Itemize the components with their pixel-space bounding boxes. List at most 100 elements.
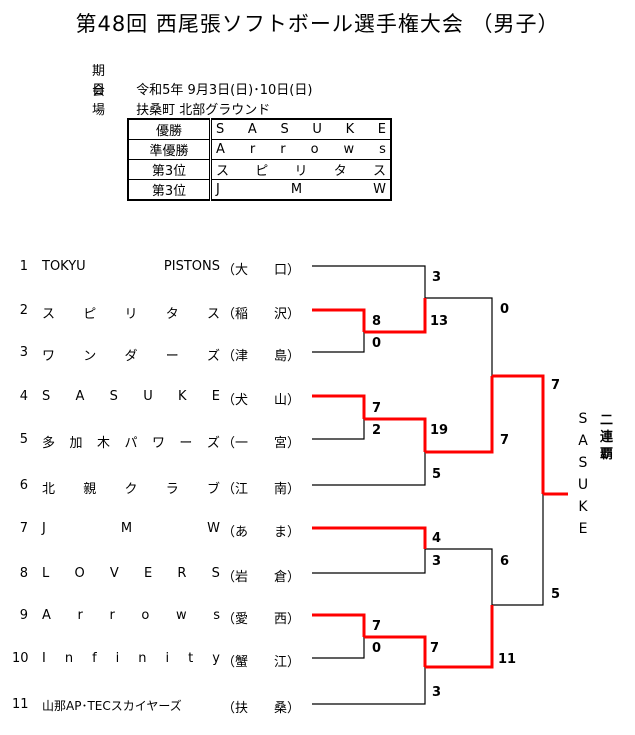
- text-token: r: [77, 608, 83, 623]
- text-token: （江: [222, 482, 249, 497]
- winner-line: [312, 308, 366, 332]
- text-token: E: [144, 566, 153, 581]
- text-token: A: [216, 142, 225, 157]
- text-token: （津: [222, 349, 249, 364]
- text-token: S: [109, 389, 118, 404]
- text-token: 南）: [273, 482, 300, 497]
- venue-row: 会 場 扶桑町 北部グラウンド: [92, 80, 270, 118]
- text-token: S: [42, 389, 51, 404]
- note-char: 覇: [600, 447, 614, 462]
- text-token: ピ: [255, 164, 269, 179]
- text-token: 宮）: [273, 436, 300, 451]
- date-label: 期 日: [92, 64, 112, 98]
- text-token: A: [75, 389, 85, 404]
- score: 11: [498, 652, 517, 667]
- team-number: 9: [19, 608, 28, 623]
- bracket-line: [312, 549, 426, 574]
- text-token: w: [343, 142, 355, 157]
- champion-letter: A: [578, 433, 588, 449]
- note-char: 連: [600, 430, 614, 445]
- text-token: U: [312, 122, 322, 137]
- rank-cell: 優勝: [127, 118, 212, 140]
- score: 19: [430, 423, 449, 438]
- text-token: （大: [222, 263, 249, 278]
- winner-line: [425, 376, 494, 454]
- text-token: （一: [222, 436, 249, 451]
- team-city: （江 南）: [222, 478, 300, 497]
- bracket-line: [312, 637, 365, 659]
- text-token: r: [109, 608, 115, 623]
- text-token: U: [143, 389, 153, 404]
- text-token: M: [290, 182, 303, 197]
- score: 7: [551, 378, 561, 393]
- score: 5: [551, 587, 561, 602]
- text-token: 山）: [273, 393, 300, 408]
- winner-line: [364, 298, 427, 334]
- score: 6: [500, 554, 510, 569]
- text-token: ワ: [151, 436, 165, 451]
- score: 7: [430, 641, 440, 656]
- text-token: ワ: [42, 349, 56, 364]
- team-number: 10: [12, 651, 29, 666]
- text-token: TOKYU: [42, 259, 86, 274]
- text-token: t: [188, 651, 194, 666]
- score: 0: [500, 302, 510, 317]
- champion-letter: S: [578, 411, 588, 427]
- team-city: （一 宮）: [222, 432, 300, 451]
- text-token: f: [92, 651, 97, 666]
- champion-letter: E: [578, 521, 588, 537]
- note-char: 二: [600, 413, 614, 428]
- champion-letter: U: [577, 477, 589, 493]
- text-token: （扶: [222, 701, 249, 716]
- date-value: 令和5年 9月3日(日)･10日(日): [136, 83, 313, 98]
- text-token: ス: [372, 164, 386, 179]
- text-token: 西）: [273, 612, 300, 627]
- team-number: 3: [19, 345, 28, 360]
- text-token: i: [115, 651, 120, 666]
- team-number: 7: [19, 521, 28, 536]
- text-token: リ: [294, 164, 308, 179]
- winner-line: [312, 394, 366, 419]
- team-number: 2: [19, 303, 28, 318]
- team-name: スピリタス: [42, 303, 220, 322]
- score: 5: [432, 467, 442, 482]
- winner-line: [312, 613, 366, 637]
- team-name: ワンダーズ: [42, 345, 220, 364]
- bracket-line: [425, 548, 493, 605]
- team-number: 8: [19, 566, 28, 581]
- score: 3: [432, 270, 442, 285]
- text-token: O: [74, 566, 85, 581]
- text-token: ン: [83, 349, 97, 364]
- text-token: 江）: [273, 655, 300, 670]
- team-cell-text: スピリタス: [216, 160, 386, 179]
- text-token: PISTONS: [163, 259, 220, 274]
- text-token: （蟹: [222, 655, 249, 670]
- text-token: J: [42, 521, 46, 536]
- venue-label: 会 場: [92, 84, 112, 118]
- text-token: リ: [124, 307, 138, 322]
- text-token: R: [177, 566, 187, 581]
- team-name: 山那AP･TECスカイヤーズ: [42, 699, 182, 713]
- score: 3: [432, 554, 442, 569]
- winner-line: [364, 417, 427, 452]
- text-token: （犬: [222, 393, 249, 408]
- text-token: J: [216, 182, 220, 197]
- team-name: TOKYU PISTONS: [42, 259, 220, 274]
- venue-value: 扶桑町 北部グラウンド: [136, 103, 271, 118]
- text-token: s: [213, 608, 220, 623]
- text-token: 親: [83, 482, 97, 497]
- score: 4: [432, 531, 442, 546]
- team-city: （大口）: [222, 259, 300, 278]
- score: 0: [372, 641, 382, 656]
- score: 0: [372, 336, 382, 351]
- text-token: 木: [96, 436, 110, 451]
